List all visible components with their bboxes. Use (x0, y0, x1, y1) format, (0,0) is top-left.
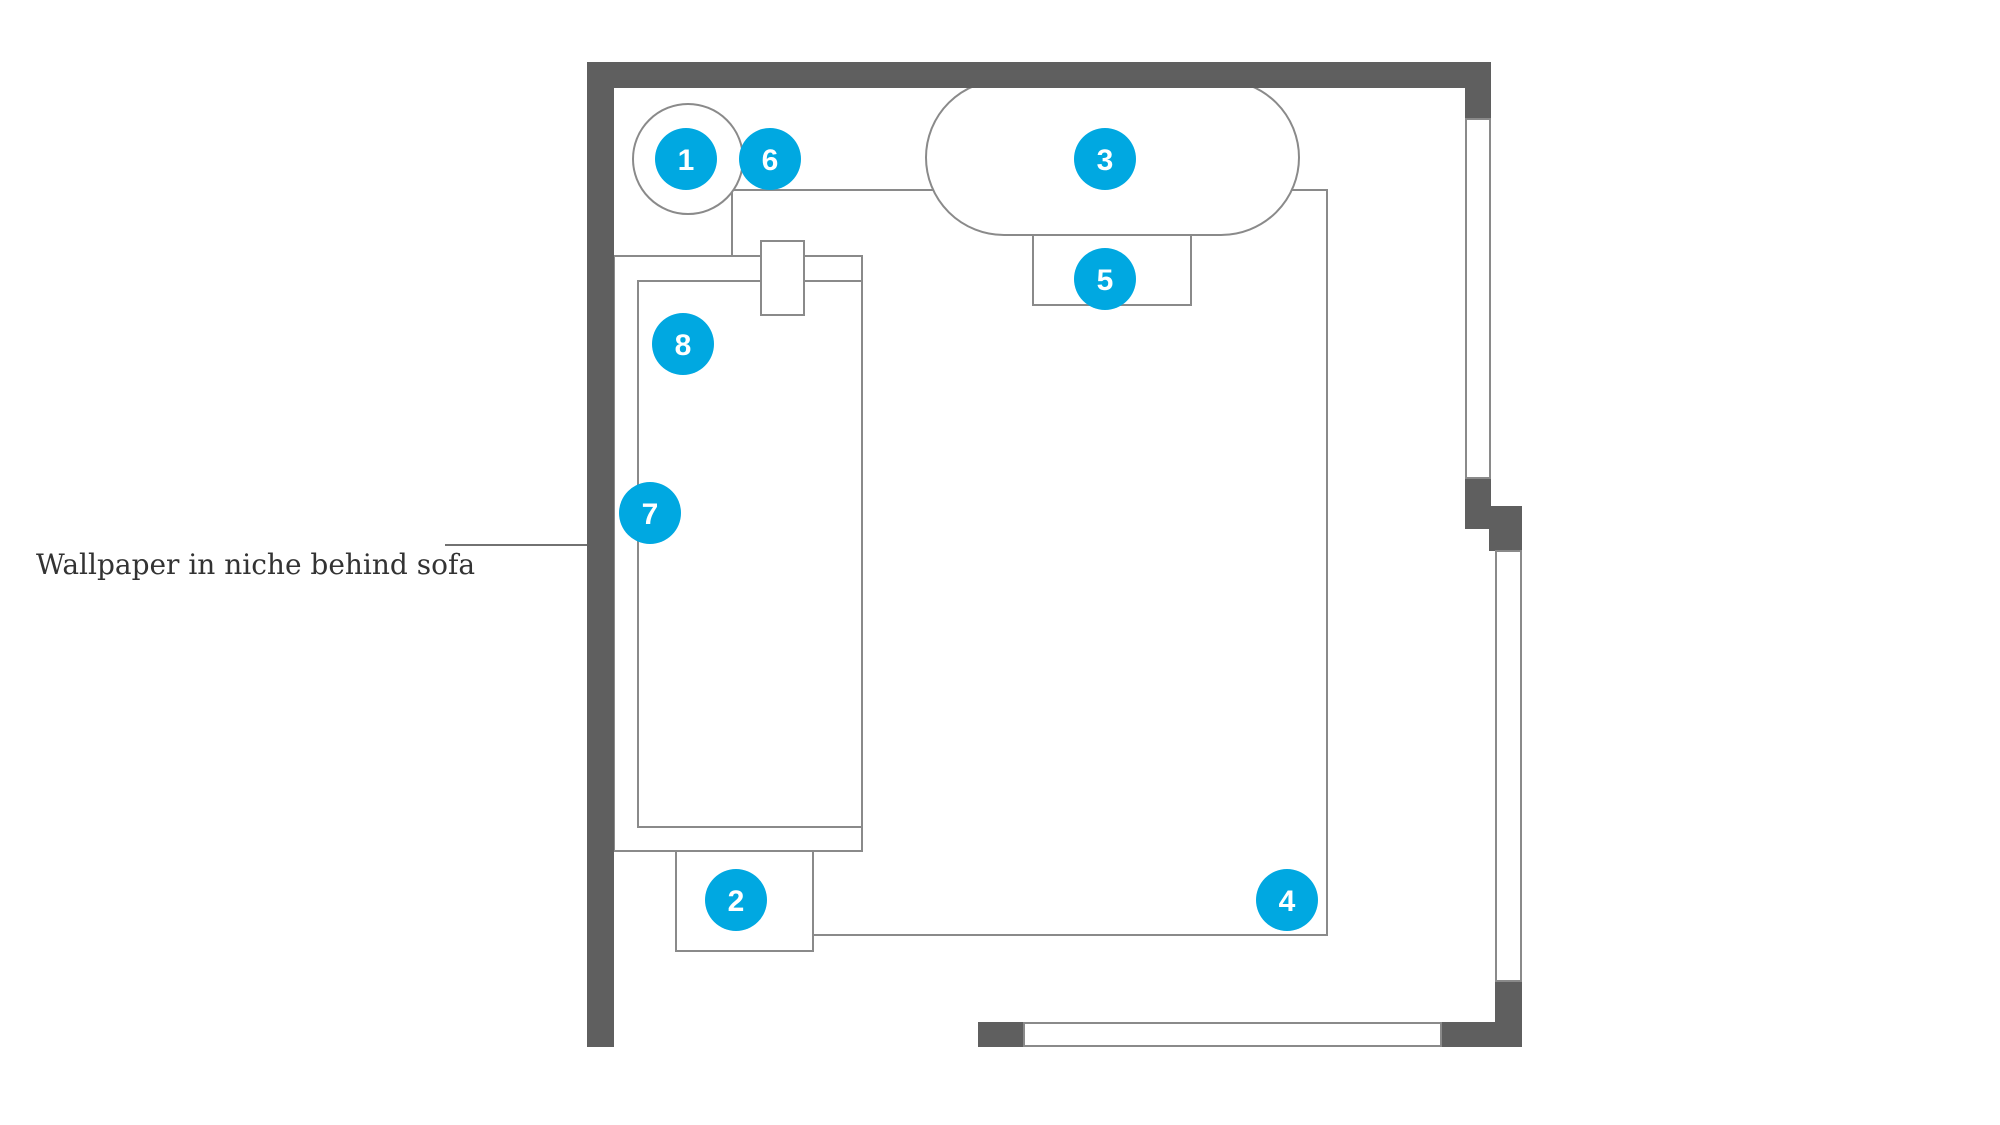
window-bottom (1023, 1022, 1442, 1047)
marker-number: 5 (1097, 264, 1114, 297)
wall-right-mid (1465, 478, 1491, 529)
marker-circle (1074, 128, 1136, 190)
window-right-upper (1465, 118, 1491, 479)
wall-right-step (1489, 506, 1522, 551)
annotation-label: Wallpaper in niche behind sofa (36, 548, 476, 581)
marker-circle (619, 482, 681, 544)
marker-2: 2 (705, 869, 767, 931)
marker-circle (652, 313, 714, 375)
wall-bottom-right (1441, 1022, 1522, 1047)
marker-5: 5 (1074, 248, 1136, 310)
marker-number: 6 (762, 144, 779, 177)
marker-number: 2 (728, 885, 745, 918)
marker-number: 4 (1279, 885, 1296, 918)
marker-number: 1 (678, 144, 695, 177)
marker-8: 8 (652, 313, 714, 375)
marker-circle (1256, 869, 1318, 931)
wall-left (587, 62, 614, 1047)
marker-4: 4 (1256, 869, 1318, 931)
marker-circle (655, 128, 717, 190)
window-right-lower (1495, 550, 1522, 982)
wall-top (587, 62, 1491, 88)
marker-number: 7 (642, 498, 659, 531)
marker-6: 6 (739, 128, 801, 190)
wall-right-top (1465, 62, 1491, 119)
marker-1: 1 (655, 128, 717, 190)
marker-number: 8 (675, 329, 692, 362)
marker-circle (739, 128, 801, 190)
marker-3: 3 (1074, 128, 1136, 190)
marker-number: 3 (1097, 144, 1114, 177)
marker-7: 7 (619, 482, 681, 544)
sofa-small-box (760, 240, 805, 316)
marker-circle (705, 869, 767, 931)
marker-circle (1074, 248, 1136, 310)
wall-bottom-left (978, 1022, 1024, 1047)
